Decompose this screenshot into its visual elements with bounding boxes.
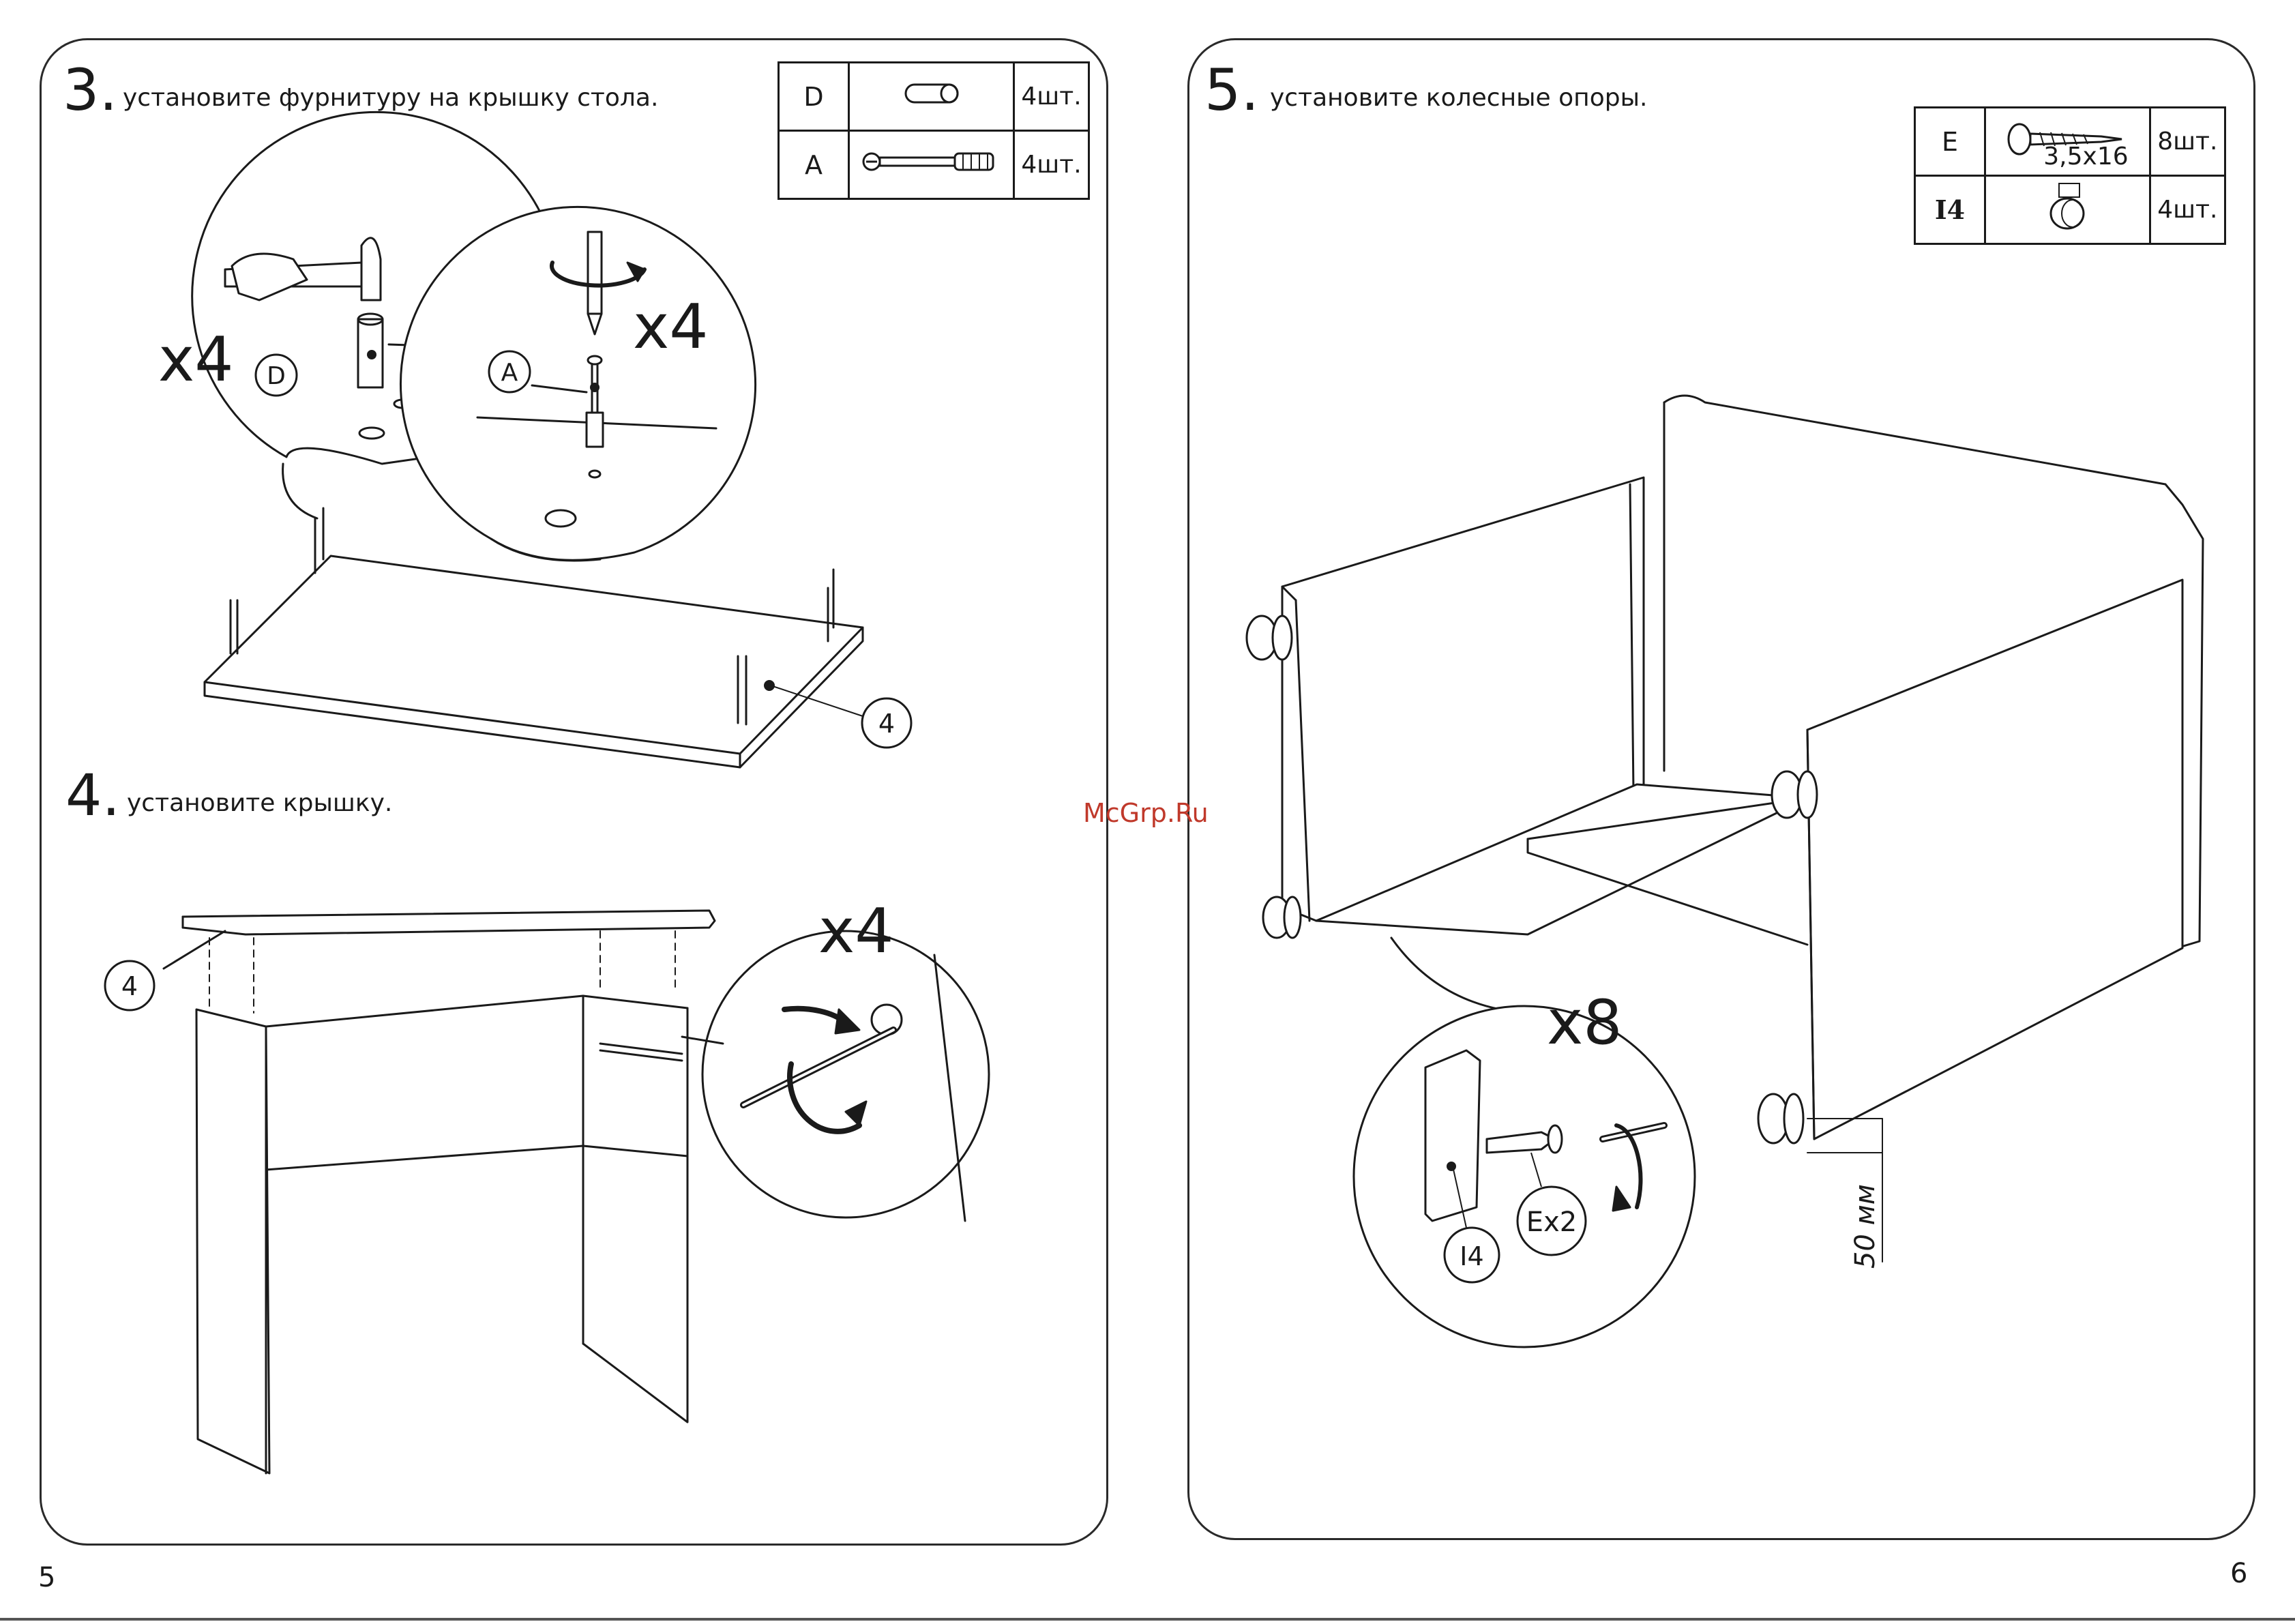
label-4-top: 4 — [878, 709, 895, 739]
page-number-right: 6 — [2230, 1558, 2247, 1589]
guides-step4 — [209, 931, 675, 1013]
tabletop-step3 — [205, 556, 863, 767]
label-ex2: Ex2 — [1526, 1207, 1577, 1238]
page-number-left: 5 — [38, 1562, 55, 1593]
watermark: McGrp.Ru — [1083, 798, 1209, 828]
label-i4: I4 — [1460, 1241, 1483, 1271]
magnifier-step4 — [682, 931, 989, 1221]
magnifier-bolt — [401, 207, 756, 561]
x4-step4-count: x4 — [818, 896, 894, 967]
x4-bolt-count: x4 — [633, 291, 709, 363]
x4-dowel-count: x4 — [158, 324, 234, 396]
label-4-step4: 4 — [121, 971, 138, 1001]
label-a: A — [501, 359, 518, 387]
magnifier-step5 — [1354, 938, 1695, 1347]
dimension-50mm: 50 мм — [1850, 1184, 1881, 1269]
tabletop-step4 — [164, 911, 715, 969]
desk-frame-step4 — [196, 996, 687, 1473]
x8-count: x8 — [1547, 987, 1623, 1059]
label-d: D — [267, 362, 286, 390]
bottom-rule — [0, 1618, 2295, 1621]
